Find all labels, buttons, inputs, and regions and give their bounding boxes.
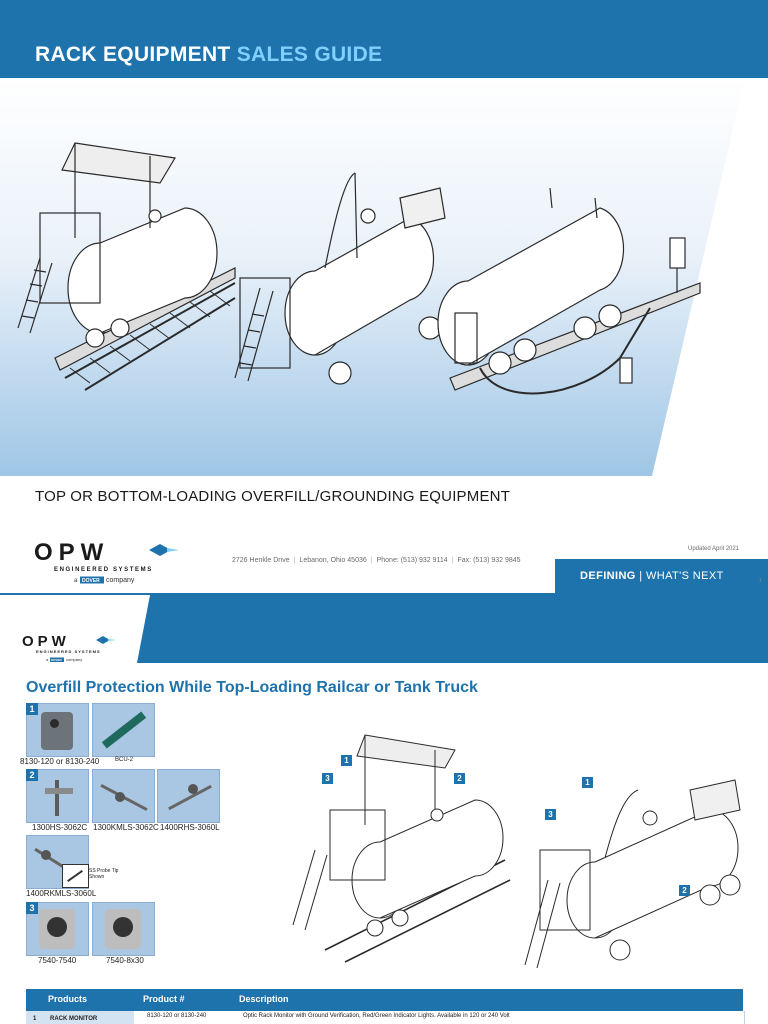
callout-rail-1: 1 xyxy=(341,755,352,766)
truck-top-loading-illustration xyxy=(234,172,467,385)
row-label-cell xyxy=(26,1011,134,1024)
dover-suffix: company xyxy=(106,577,135,584)
defining-tagline: DEFINING | WHAT'S NEXT xyxy=(580,570,724,582)
opw-logo-small: OPW ENGINEERED SYSTEMS a DOVER company xyxy=(22,633,116,662)
product-photo-1400rhs xyxy=(157,769,220,823)
phone: Phone: (513) 932 9114 xyxy=(376,557,448,564)
product-caption: BCU-2 xyxy=(115,757,134,763)
opw-tagline: ENGINEERED SYSTEMS xyxy=(54,567,153,573)
contact-line: 2726 Henkle Drive|Lebanon, Ohio 45036|Ph… xyxy=(232,557,521,564)
product-caption: 7540-8x30 xyxy=(106,956,144,965)
row-product: RACK MONITOR xyxy=(50,1016,98,1022)
dover-small-suffix: company xyxy=(66,657,82,662)
updated-date: Updated April 2021 xyxy=(688,546,740,552)
product-caption: 1300HS-3062C xyxy=(32,823,88,832)
product-photo-1300kmls xyxy=(92,769,155,823)
page1-title: RACK EQUIPMENT SALES GUIDE xyxy=(35,43,383,66)
probe-tip-note: SS Probe Tip Shown xyxy=(89,868,119,880)
product-table-header xyxy=(26,989,743,1011)
fax: Fax: (513) 932 9845 xyxy=(457,557,521,564)
truck-bottom-loading-illustration xyxy=(437,187,701,395)
hero-illustration xyxy=(0,78,745,476)
callout-truck-1: 1 xyxy=(582,777,593,788)
dover-small-prefix: a xyxy=(46,657,49,662)
product-photo-bcu2 xyxy=(92,703,155,757)
opw-logo: OPW ENGINEERED SYSTEMS a DOVER company xyxy=(34,539,179,584)
defining-bar xyxy=(555,559,768,593)
col-description: Description xyxy=(239,994,289,1004)
dover-prefix: a xyxy=(74,578,78,584)
callout-truck-3: 3 xyxy=(545,809,556,820)
railcar-diagram xyxy=(292,734,511,963)
callout-truck-2: 2 xyxy=(679,885,690,896)
row-product-number: 8130-120 or 8130-240 xyxy=(147,1013,207,1019)
product-caption: 1400RKMLS-3060L xyxy=(26,889,97,898)
opw-logo-small-wordmark: OPW xyxy=(22,633,70,650)
page-divider xyxy=(0,593,768,595)
truck-diagram xyxy=(524,779,741,969)
product-badge-2: 2 xyxy=(26,769,38,781)
opw-diamond-icon xyxy=(149,544,171,556)
product-caption: 8130-120 or 8130-240 xyxy=(20,757,100,766)
product-photo-7540-8x30 xyxy=(92,902,155,956)
product-badge-3: 3 xyxy=(26,902,38,914)
product-caption: 7540-7540 xyxy=(38,956,77,965)
callout-rail-2: 2 xyxy=(454,773,465,784)
opw-diamond-small-icon xyxy=(96,636,110,644)
address: 2726 Henkle Drive xyxy=(232,557,290,564)
page-number: 1 xyxy=(759,578,762,584)
product-badge-1: 1 xyxy=(26,703,38,715)
dover-small-logo xyxy=(50,657,64,662)
callout-rail-3: 3 xyxy=(322,773,333,784)
row-number: 1 xyxy=(33,1016,37,1022)
opw-logo-wordmark: OPW xyxy=(34,539,109,566)
col-products: Products xyxy=(48,994,88,1004)
dover-brand: DOVER xyxy=(82,578,100,584)
page1-subtitle: TOP OR BOTTOM-LOADING OVERFILL/GROUNDING… xyxy=(35,488,511,505)
product-photo-ss-probe-tip xyxy=(62,864,89,888)
section-title: Overfill Protection While Top-Loading Ra… xyxy=(26,679,478,696)
page1-header-bar xyxy=(0,0,768,78)
railcar-rack-illustration xyxy=(17,142,236,391)
page2-header-band xyxy=(137,595,768,663)
dover-logo xyxy=(80,576,104,584)
col-product-number: Product # xyxy=(143,994,185,1004)
product-caption: 1300KMLS-3062C xyxy=(93,823,159,832)
row-description: Optic Rack Monitor with Ground Verificat… xyxy=(243,1013,510,1019)
city: Lebanon, Ohio 45036 xyxy=(299,557,367,564)
dover-small-brand: DOVER xyxy=(51,658,63,662)
product-caption: 1400RHS-3060L xyxy=(160,823,220,832)
opw-small-tagline: ENGINEERED SYSTEMS xyxy=(36,649,101,654)
